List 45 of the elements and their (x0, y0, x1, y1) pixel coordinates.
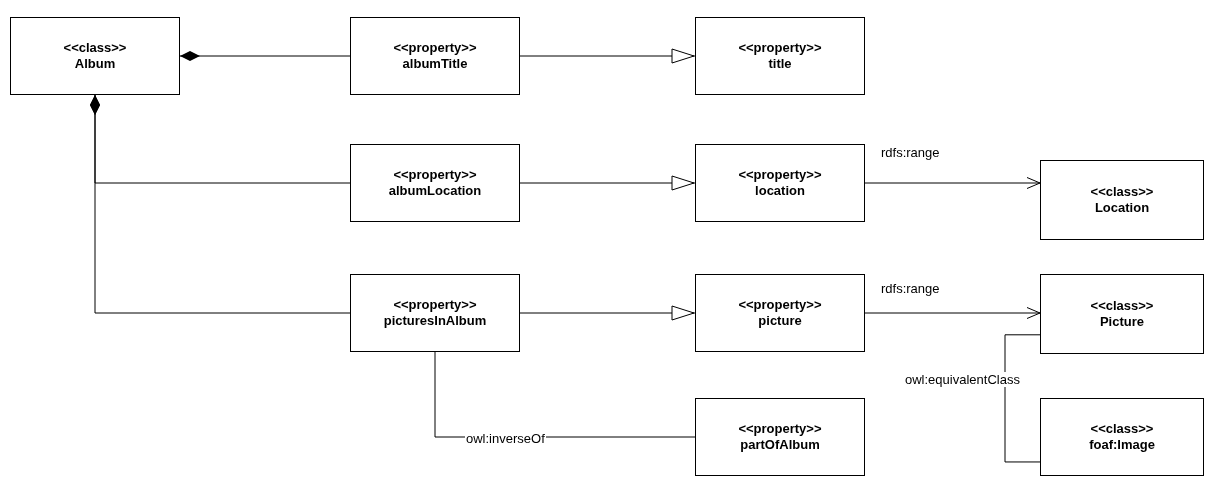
uml-box (695, 17, 865, 95)
edge-label: owl:inverseOf (465, 431, 546, 446)
stereotype-label: <<property>> (393, 40, 477, 56)
stereotype-label: <<class>> (1090, 421, 1154, 437)
stereotype-label: <<property>> (738, 167, 822, 183)
element-name: Picture (1099, 314, 1145, 330)
uml-box (1040, 274, 1204, 354)
stereotype-label: <<property>> (738, 40, 822, 56)
uml-box (695, 144, 865, 222)
edge-label: owl:equivalentClass (904, 372, 1021, 387)
stereotype-label: <<class>> (63, 40, 127, 56)
element-name: picture (758, 313, 802, 329)
generalization-arrow (519, 175, 696, 191)
element-name: partOfAlbum (740, 437, 820, 453)
connector-line (1004, 334, 1041, 463)
edge-label: rdfs:range (880, 145, 941, 160)
uml-box (350, 144, 520, 222)
uml-box (350, 17, 520, 95)
element-name: albumLocation (388, 183, 482, 199)
generalization-arrow (519, 305, 696, 321)
stereotype-label: <<property>> (738, 297, 822, 313)
element-name: albumTitle (402, 56, 468, 72)
uml-box (350, 274, 520, 352)
uml-box (695, 274, 865, 352)
stereotype-label: <<property>> (393, 167, 477, 183)
generalization-arrow (519, 48, 696, 64)
uml-box (1040, 160, 1204, 240)
element-name: location (755, 183, 805, 199)
uml-box (1040, 398, 1204, 476)
element-name: Location (1094, 200, 1150, 216)
composition-line (90, 94, 351, 314)
element-name: title (768, 56, 792, 72)
uml-box (10, 17, 180, 95)
stereotype-label: <<class>> (1090, 298, 1154, 314)
composition-line (179, 51, 351, 61)
stereotype-label: <<property>> (738, 421, 822, 437)
stereotype-label: <<property>> (393, 297, 477, 313)
edge-label: rdfs:range (880, 281, 941, 296)
element-name: foaf:Image (1089, 437, 1155, 453)
uml-box (695, 398, 865, 476)
element-name: picturesInAlbum (383, 313, 487, 329)
arrow (864, 307, 1041, 319)
element-name: Album (74, 56, 116, 72)
stereotype-label: <<class>> (1090, 184, 1154, 200)
arrow (864, 177, 1041, 189)
